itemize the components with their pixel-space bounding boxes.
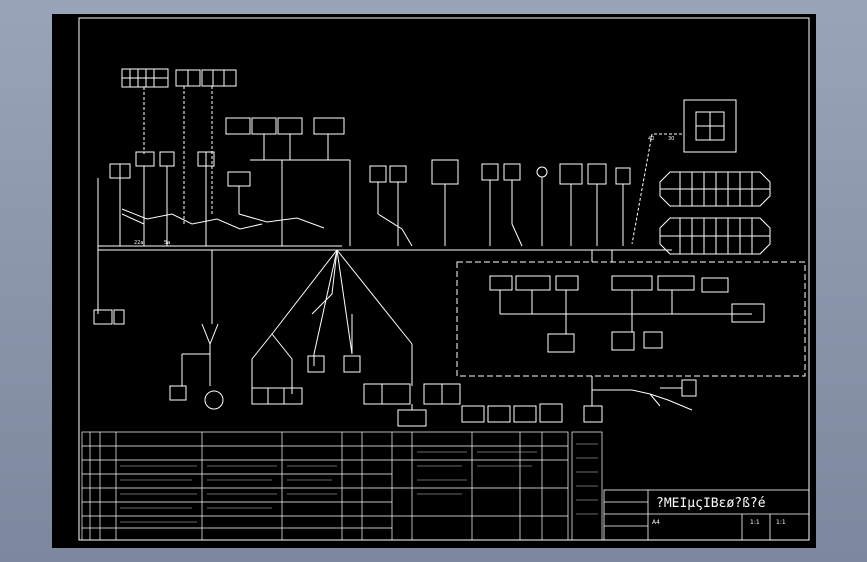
drawing-border xyxy=(78,17,810,541)
title-block xyxy=(603,489,810,541)
main-harness xyxy=(98,245,672,251)
table-text-lines xyxy=(120,443,598,523)
instrument-module xyxy=(456,250,806,377)
wire-label-right-2: 30 xyxy=(668,136,674,142)
top-right-connectors xyxy=(369,159,631,247)
wire-label-left-2: 5a xyxy=(164,240,170,246)
parts-table xyxy=(81,431,603,541)
top-center-connectors xyxy=(225,117,351,246)
title-text: ?ΜΕΙμςΙΒεø?ß?é xyxy=(656,496,766,511)
bottom-connector-row xyxy=(397,403,563,427)
wire-label-right-1: 40 xyxy=(648,136,654,142)
drawing-sheet: ?ΜΕΙμςΙΒεø?ß?é 1:1 1:1 A4 40 30 22a 5a xyxy=(52,14,816,548)
center-fanout xyxy=(251,249,461,405)
left-lower-harness xyxy=(93,250,224,410)
code-text: A4 xyxy=(652,519,660,526)
right-lower-section xyxy=(583,376,697,423)
top-left-connectors xyxy=(97,68,263,314)
wiring-diagram: ?ΜΕΙμςΙΒεø?ß?é 1:1 1:1 A4 40 30 22a 5a xyxy=(78,17,810,541)
wire-label-left-1: 22a xyxy=(134,240,143,246)
scale-text: 1:1 xyxy=(750,519,760,526)
sheet-text: 1:1 xyxy=(776,519,786,526)
right-connector-blocks xyxy=(631,99,771,255)
